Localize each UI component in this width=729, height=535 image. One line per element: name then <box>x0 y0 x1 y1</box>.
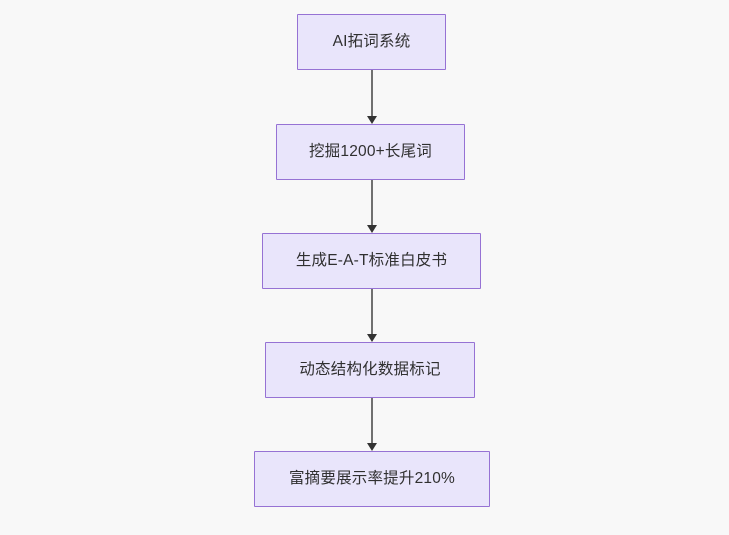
edge-arrow-icon <box>366 289 377 342</box>
flow-node[interactable]: 动态结构化数据标记 <box>265 342 475 398</box>
flow-node[interactable]: AI拓词系统 <box>297 14 446 70</box>
flow-edge <box>362 289 382 342</box>
flow-node-label: 挖掘1200+长尾词 <box>308 143 433 161</box>
flow-node-label: 富摘要展示率提升210% <box>288 470 456 488</box>
flow-node-label: AI拓词系统 <box>332 33 411 51</box>
flow-edge <box>362 180 382 233</box>
flow-node-label: 生成E-A-T标准白皮书 <box>295 252 448 270</box>
edge-arrow-icon <box>366 398 377 451</box>
edge-arrow-icon <box>366 180 377 233</box>
flow-edge <box>362 398 382 451</box>
flow-edge <box>362 70 382 124</box>
flow-node[interactable]: 挖掘1200+长尾词 <box>276 124 465 180</box>
edge-arrow-icon <box>366 70 377 124</box>
flow-node-label: 动态结构化数据标记 <box>299 361 441 379</box>
flow-node[interactable]: 富摘要展示率提升210% <box>254 451 490 507</box>
flow-node[interactable]: 生成E-A-T标准白皮书 <box>262 233 481 289</box>
